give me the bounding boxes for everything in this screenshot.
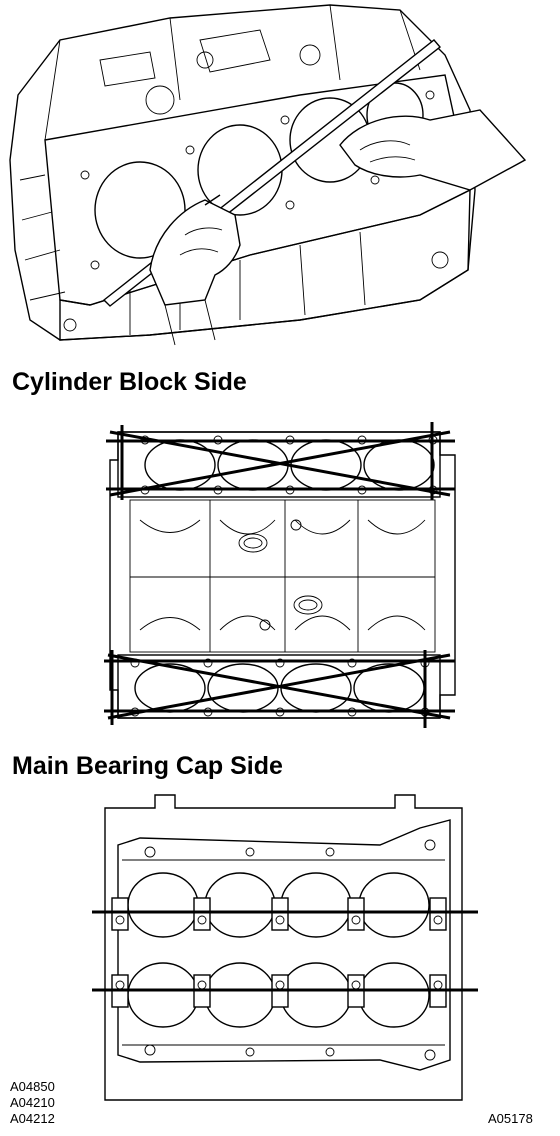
reference-code-right: A05178: [488, 1111, 533, 1126]
reference-code-left-2: A04210: [10, 1095, 55, 1110]
heading-cylinder-block-side: Cylinder Block Side: [12, 368, 247, 396]
reference-code-left-1: A04850: [10, 1079, 55, 1094]
heading-main-bearing-cap-side: Main Bearing Cap Side: [12, 752, 283, 780]
reference-code-left-3: A04212: [10, 1111, 55, 1126]
engine-block-illustration: [9, 4, 527, 346]
